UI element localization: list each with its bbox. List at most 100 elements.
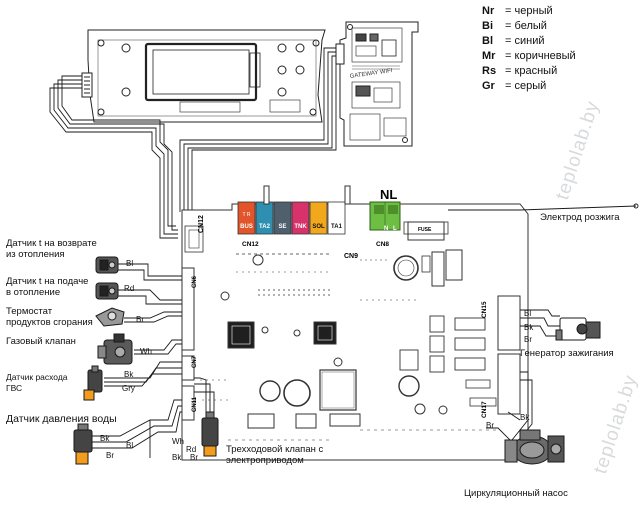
legend-code: Rs bbox=[482, 65, 497, 77]
supply-temp-sensor bbox=[95, 282, 119, 300]
dhw-flow-label: Датчик расхода ГВС bbox=[6, 372, 68, 394]
wire-br-generator: Br bbox=[524, 335, 532, 344]
nl-label: NL bbox=[380, 187, 397, 202]
legend-row: Bl = синий bbox=[482, 34, 576, 49]
terminal-sol bbox=[309, 201, 328, 235]
flue-thermostat-label: Термостат продуктов сгорания bbox=[6, 306, 93, 328]
cn15-label: CN15 bbox=[481, 301, 488, 318]
wire-br-pump: Br bbox=[486, 421, 494, 430]
legend-meaning: = серый bbox=[502, 80, 547, 92]
top-terminals: BUS T R TA2 SE TNK SOL TA1 bbox=[237, 201, 346, 235]
electrode-wire bbox=[448, 203, 639, 211]
gateway-label: GATEWAY WIFI bbox=[349, 68, 393, 80]
dhw-flow-sensor bbox=[83, 365, 103, 401]
return-temp-sensor bbox=[95, 256, 119, 274]
power-terminal bbox=[369, 201, 401, 231]
supply-sensor-label: Датчик t на подаче в отопление bbox=[6, 276, 88, 298]
legend-code: Bi bbox=[482, 20, 493, 32]
legend-code: Nr bbox=[482, 5, 495, 17]
return-sensor-line1: Датчик t на возврате bbox=[6, 238, 97, 249]
terminal-bus bbox=[237, 201, 256, 235]
legend-row: Rs = красный bbox=[482, 64, 576, 79]
wire-bk-generator: Bk bbox=[524, 323, 534, 332]
display-board bbox=[81, 29, 326, 123]
legend-meaning: = синий bbox=[502, 35, 545, 47]
wire-bl-generator: Bl bbox=[524, 309, 531, 318]
wire-bk-flow: Bk bbox=[124, 370, 134, 379]
left-sensor-wires bbox=[92, 263, 215, 458]
terminal-se bbox=[273, 201, 292, 235]
wire-rd-supply: Rd bbox=[124, 284, 134, 293]
circulation-pump bbox=[504, 429, 565, 465]
legend-row: Mr = коричневый bbox=[482, 49, 576, 64]
ignition-generator bbox=[555, 317, 601, 341]
legend-code: Mr bbox=[482, 50, 496, 62]
water-pressure-sensor bbox=[73, 423, 93, 465]
terminal-label: TA1 bbox=[331, 224, 343, 230]
dhw-flow-line2: ГВС bbox=[6, 383, 23, 393]
wire-wh-gas: Wh bbox=[140, 347, 152, 356]
terminal-sub-label: T R bbox=[243, 212, 251, 218]
cn11-label: CN11 bbox=[192, 396, 198, 412]
legend-row: Bi = белый bbox=[482, 19, 576, 34]
wire-bl-return: Bl bbox=[126, 259, 133, 268]
legend-meaning: = черный bbox=[502, 5, 553, 17]
l-label: L bbox=[393, 226, 397, 232]
supply-sensor-line2: в отопление bbox=[6, 287, 61, 298]
flue-thermostat bbox=[95, 307, 125, 327]
cn17-label: CN17 bbox=[481, 401, 488, 418]
wire-rd-valve: Rd bbox=[186, 445, 196, 454]
terminal-ta1 bbox=[327, 201, 346, 235]
return-sensor-label: Датчик t на возврате из отопления bbox=[6, 238, 97, 260]
wire-wh-valve: Wh bbox=[172, 437, 184, 446]
cn12-top-label: CN12 bbox=[242, 241, 259, 248]
cn9-label: CN9 bbox=[344, 253, 358, 260]
legend-meaning: = коричневый bbox=[502, 50, 576, 62]
terminal-label: TA2 bbox=[259, 224, 271, 230]
supply-sensor-line1: Датчик t на подаче bbox=[6, 276, 89, 287]
terminal-label: SOL bbox=[312, 224, 325, 230]
legend-row: Nr = черный bbox=[482, 4, 576, 19]
bus-wires bbox=[49, 47, 337, 239]
wire-gry-flow: Gry bbox=[122, 384, 135, 393]
legend-row: Gr = серый bbox=[482, 79, 576, 94]
wire-bk-valve: Bk bbox=[172, 453, 182, 462]
legend-meaning: = красный bbox=[502, 65, 558, 77]
n-label: N bbox=[384, 226, 388, 232]
circulation-pump-label: Циркуляционный насос bbox=[464, 488, 568, 499]
wire-br-pressure: Br bbox=[106, 451, 114, 460]
cn8-label: CN8 bbox=[376, 241, 389, 248]
wire-bl-pressure: Bl bbox=[126, 441, 133, 450]
pressure-sensor-label: Датчик давления воды bbox=[6, 413, 117, 425]
fuse-label: FUSE bbox=[418, 227, 432, 233]
flue-thermostat-line1: Термостат bbox=[6, 306, 53, 317]
three-way-valve-line1: Трехходовой клапан с bbox=[226, 444, 324, 455]
cn6-label: CN6 bbox=[192, 275, 198, 288]
dhw-flow-line1: Датчик расхода bbox=[6, 372, 68, 382]
ignition-generator-label: Генератор зажигания bbox=[520, 348, 614, 359]
gateway-wifi-board bbox=[335, 21, 419, 147]
terminal-label: TNK bbox=[294, 224, 307, 230]
wire-br-thermostat: Br bbox=[136, 315, 144, 324]
wire-color-labels: Bl Rd Br Wh Bk Gry Bk Bl Br Wh Rd Bk Br … bbox=[100, 259, 534, 462]
legend-code: Gr bbox=[482, 80, 495, 92]
wire-bk-pressure: Bk bbox=[100, 434, 110, 443]
gas-valve-label: Газовый клапан bbox=[6, 336, 76, 347]
three-way-valve-line2: электроприводом bbox=[226, 455, 304, 466]
wire-bk-pump: Bk bbox=[520, 413, 530, 422]
terminal-tnk bbox=[291, 201, 310, 235]
legend-code: Bl bbox=[482, 35, 493, 47]
return-sensor-line2: из отопления bbox=[6, 249, 65, 260]
three-way-valve bbox=[201, 411, 219, 457]
cn7-label: CN7 bbox=[192, 355, 198, 368]
main-pcb bbox=[181, 203, 529, 461]
gas-valve bbox=[97, 333, 133, 365]
ignition-electrode-label: Электрод розжига bbox=[540, 212, 620, 223]
cn12-label: CN12 bbox=[198, 215, 205, 233]
terminal-label: BUS bbox=[240, 224, 253, 230]
terminal-label: SE bbox=[278, 224, 286, 230]
legend-meaning: = белый bbox=[502, 20, 547, 32]
